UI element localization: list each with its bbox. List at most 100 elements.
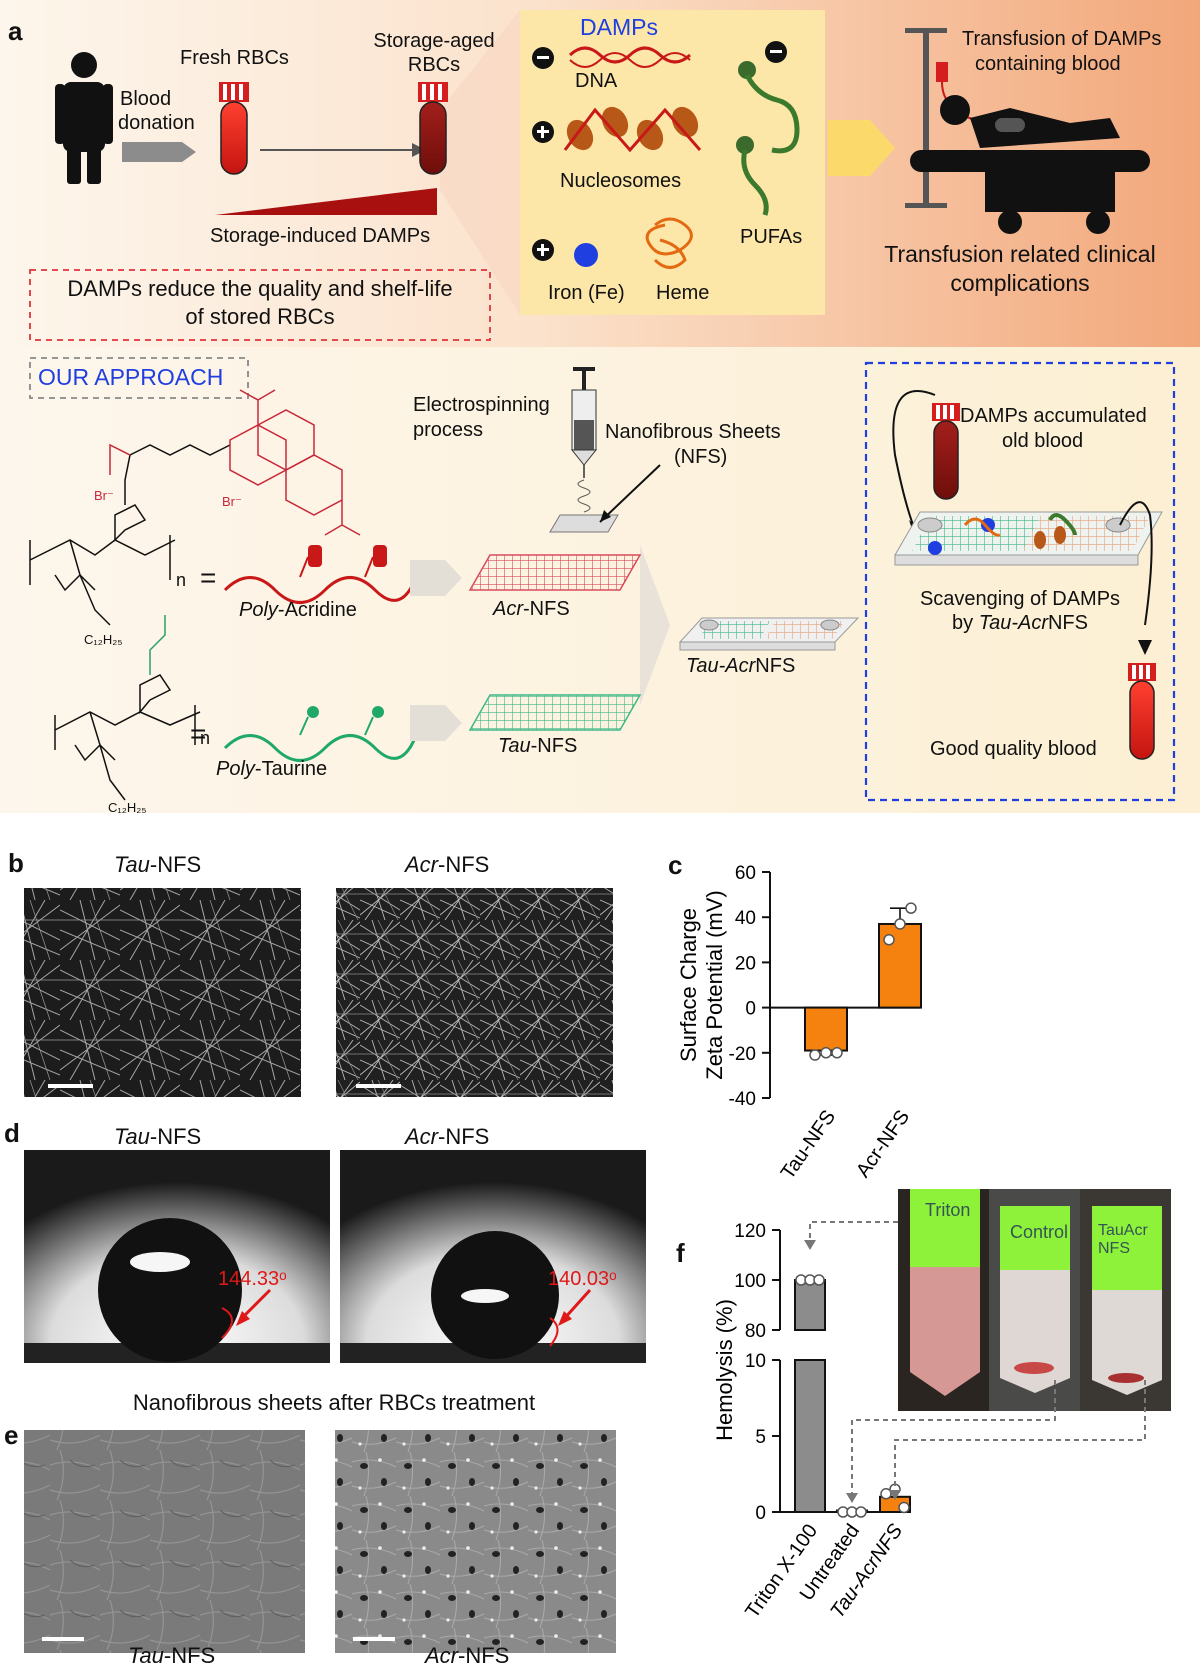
d-acr-title: Acr-NFS [405, 1124, 490, 1149]
acridine-structure [29, 389, 361, 626]
nucleosomes-label: Nucleosomes [560, 170, 682, 192]
sem-e-acr [335, 1430, 616, 1653]
data-point [809, 1049, 821, 1061]
y-tick-label: 10 [745, 1351, 766, 1372]
n-tau: n [200, 728, 211, 748]
panel-label-a: a [8, 16, 23, 46]
scale-bar [356, 1084, 401, 1088]
connector-arrowhead [804, 1240, 816, 1250]
d-tau-title: Tau-NFS [114, 1124, 202, 1149]
scale-bar [42, 1637, 84, 1641]
equals-tau: = [190, 718, 207, 749]
n-acr: n [176, 570, 187, 590]
good-blood-label: Good quality blood [930, 738, 1097, 760]
scale-bar [48, 1084, 93, 1088]
tau-nfs-sheet [468, 694, 642, 731]
c12-acr: C₁₂H₂₅ [84, 632, 123, 647]
dna-label: DNA [575, 70, 618, 92]
data-point [894, 918, 906, 930]
approach-label: OUR APPROACH [38, 364, 224, 390]
e-tau-label: Tau-NFS [128, 1643, 216, 1668]
iron-icon [574, 243, 598, 267]
transfusion-icon [905, 28, 1150, 234]
y-tick-label: 60 [735, 863, 756, 884]
br-2: Br⁻ [222, 494, 242, 509]
scale-bar [353, 1637, 395, 1641]
heme-label: Heme [656, 282, 710, 304]
vial-label-tau: TauAcr NFS [1098, 1222, 1148, 1257]
acr-nfs-sheet [468, 554, 642, 591]
sem-tau-nfs [24, 888, 301, 1097]
aged-label-1: Storage-aged [373, 30, 495, 52]
old-blood-label-2: old blood [1002, 430, 1084, 452]
nucleosome-icon [563, 106, 702, 153]
y-tick-label: 0 [745, 999, 756, 1020]
tauacr-device [678, 617, 860, 651]
c12-tau: C₁₂H₂₅ [108, 800, 147, 815]
panel-label-f: f [676, 1238, 685, 1268]
y-tick-label: 120 [734, 1221, 766, 1242]
scavenging-label-2: by Tau-AcrNFS [952, 612, 1088, 634]
bar-lower-Triton X-100 [794, 1359, 826, 1513]
panel-label-c: c [668, 850, 683, 880]
y-tick-label: 80 [745, 1321, 766, 1342]
electrospinning-label-2: process [413, 419, 484, 441]
data-point [813, 1274, 825, 1286]
poly-taurine-label: Poly-Taurine [216, 758, 328, 780]
b-acr-title: Acr-NFS [405, 852, 490, 877]
blood-label: Blood [120, 88, 172, 110]
droplet-tau [98, 1218, 242, 1362]
panel-label-b: b [8, 848, 24, 878]
connector-arrowhead [846, 1493, 858, 1503]
complications-label-2: complications [950, 270, 1090, 296]
reduce-box [29, 269, 491, 341]
y-axis-label-1: Surface Charge [676, 908, 701, 1062]
data-point [898, 1501, 910, 1514]
pufa-icon [736, 61, 800, 216]
y-tick-label: 20 [735, 953, 756, 974]
fresh-rbc-label: Fresh RBCs [180, 47, 289, 69]
aged-label-2: RBCs [407, 54, 461, 76]
aged-tube-icon [418, 82, 448, 175]
equals-acr: = [200, 562, 217, 593]
old-blood-label-1: DAMPs accumulated [960, 405, 1147, 427]
complications-label-1: Transfusion related clinical [884, 241, 1156, 267]
data-point [820, 1047, 832, 1059]
damps-wedge [215, 188, 437, 215]
y-tick-label: 40 [735, 908, 756, 929]
good-blood-tube-icon [1128, 663, 1156, 760]
panel-label-e: e [4, 1420, 19, 1450]
pufas-label: PUFAs [740, 226, 803, 248]
connector-tauacr [894, 1380, 1146, 1492]
e-acr-label: Acr-NFS [425, 1643, 510, 1668]
storage-damps-label: Storage-induced DAMPs [210, 225, 431, 247]
scavenge-device [894, 511, 1163, 566]
connector-triton [809, 1221, 898, 1242]
person-icon [55, 52, 113, 184]
e-title: Nanofibrous sheets after RBCs treatment [132, 1390, 536, 1415]
damps-title: DAMPs [580, 14, 658, 40]
poly-acridine-chain [223, 576, 417, 604]
bar-Tau-NFS [804, 1006, 848, 1052]
y-tick-label: -40 [729, 1089, 756, 1110]
y-tick-label: -20 [729, 1044, 756, 1065]
poly-taurine-chain [223, 734, 417, 762]
taurine-structure [54, 615, 201, 801]
sem-acr-nfs [336, 888, 613, 1097]
acr-nfs-label: Acr-NFS [493, 598, 570, 620]
electrospinning-label-1: Electrospinning [413, 394, 550, 416]
angle-acr: 140.03ᵒ [548, 1268, 617, 1290]
tau-nfs-label: Tau-NFS [498, 735, 578, 757]
nfs-label-2: (NFS) [674, 446, 728, 468]
data-point [880, 1488, 892, 1500]
bar-upper-Triton X-100 [794, 1279, 826, 1331]
donation-arrow [122, 142, 196, 162]
connector-untreated [851, 1380, 1056, 1495]
sem-e-tau [24, 1430, 305, 1653]
